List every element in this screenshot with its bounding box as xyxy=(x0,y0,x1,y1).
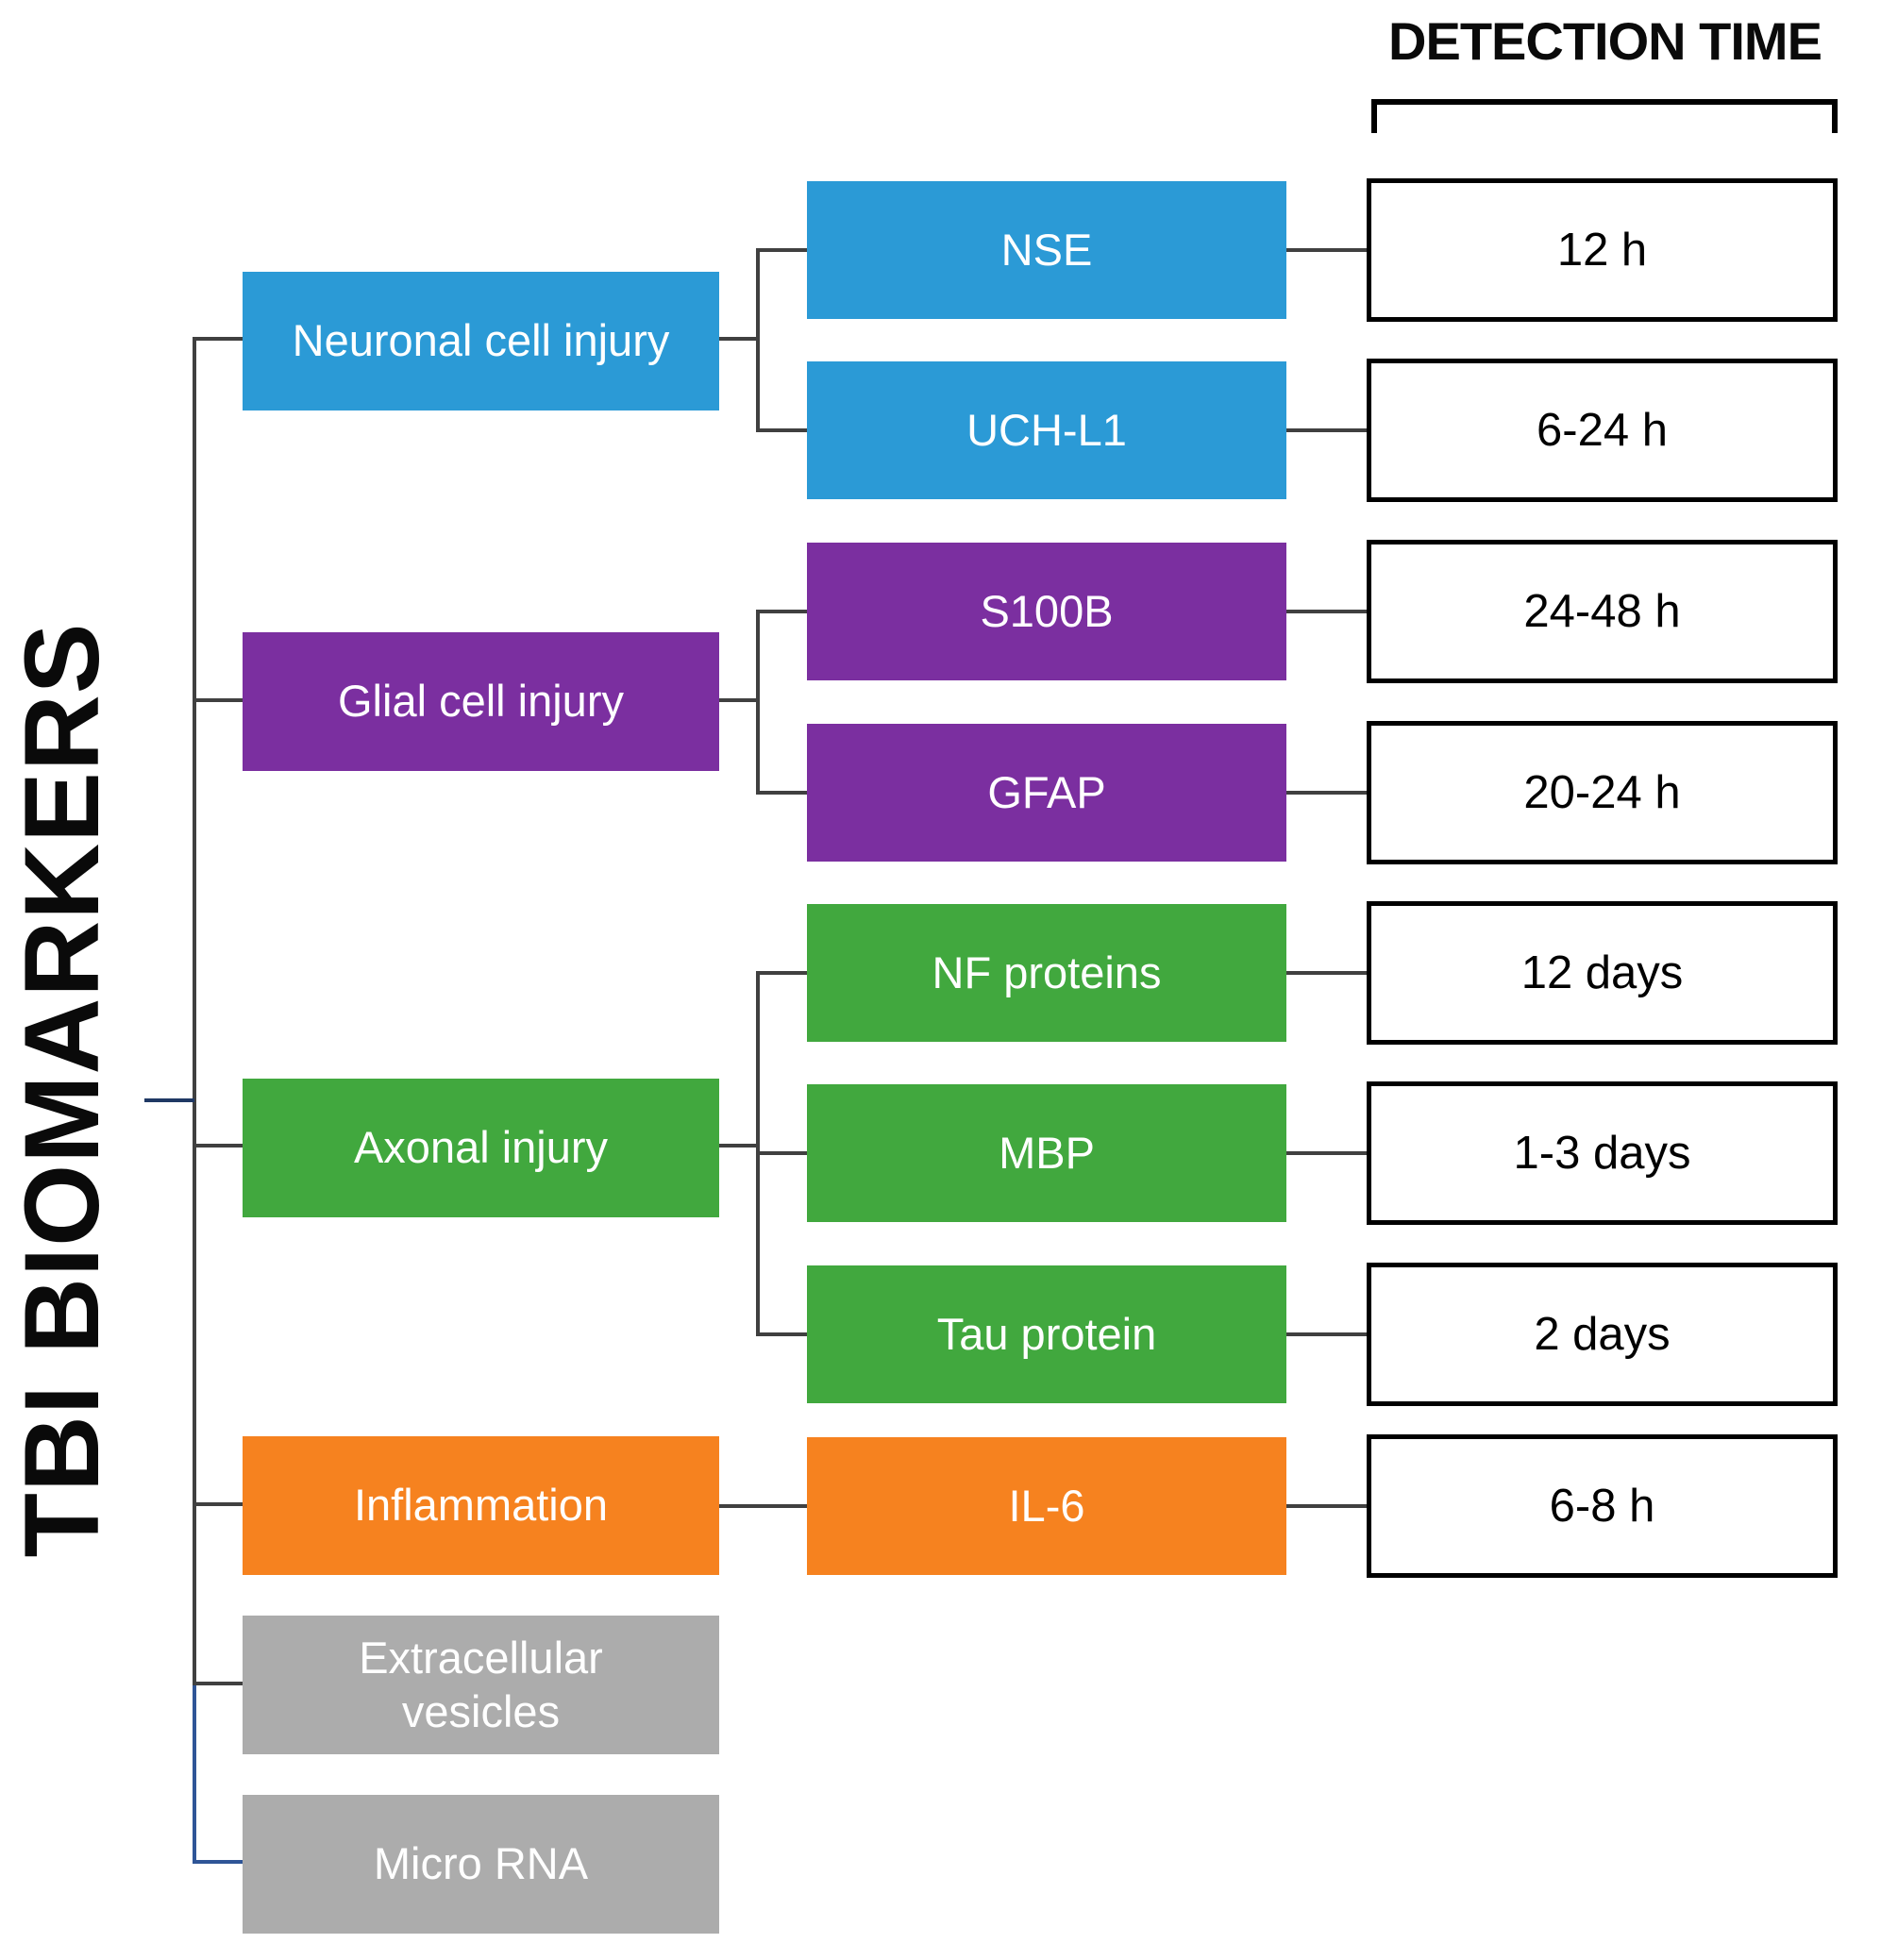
connector-nse-time xyxy=(1286,248,1367,252)
marker-box-il6: IL-6 xyxy=(807,1437,1286,1575)
time-box-mbp: 1-3 days xyxy=(1367,1081,1838,1225)
connector-trunk-line-lower xyxy=(193,1685,196,1864)
detection-time-bracket xyxy=(1371,99,1838,133)
connector-axonal-branch xyxy=(719,1144,758,1148)
connector-gfap-stub xyxy=(756,791,807,795)
connector-neuronal-bracket xyxy=(756,248,760,432)
connector-s100b-stub xyxy=(756,610,807,613)
category-box-micro-rna: Micro RNA xyxy=(243,1795,719,1934)
time-box-tau-protein: 2 days xyxy=(1367,1263,1838,1406)
connector-tau-protein-time xyxy=(1286,1332,1367,1336)
connector-inflammation-stub xyxy=(194,1502,244,1506)
connector-glial-stub xyxy=(194,698,244,702)
vertical-diagram-title: TBI BIOMARKERS xyxy=(2,622,121,1558)
marker-box-nf-proteins: NF proteins xyxy=(807,904,1286,1042)
category-box-inflammation: Inflammation xyxy=(243,1436,719,1575)
connector-il6-time xyxy=(1286,1504,1367,1508)
connector-extracellular-stub xyxy=(194,1682,244,1685)
connector-glial-branch xyxy=(719,698,758,702)
connector-trunk-line xyxy=(193,337,196,1685)
category-box-glial-cell-injury: Glial cell injury xyxy=(243,632,719,771)
connector-axonal-stub xyxy=(194,1144,244,1148)
marker-box-s100b: S100B xyxy=(807,543,1286,680)
time-box-gfap: 20-24 h xyxy=(1367,721,1838,864)
connector-gfap-time xyxy=(1286,791,1367,795)
category-box-neuronal-cell-injury: Neuronal cell injury xyxy=(243,272,719,410)
connector-neuronal-branch xyxy=(719,337,758,341)
connector-nf-proteins-time xyxy=(1286,971,1367,975)
connector-glial-bracket xyxy=(756,610,760,795)
time-box-s100b: 24-48 h xyxy=(1367,540,1838,683)
connector-micro-rna-elbow xyxy=(193,1860,244,1864)
connector-uch-l1-stub xyxy=(756,428,807,432)
time-box-uch-l1: 6-24 h xyxy=(1367,359,1838,502)
marker-box-tau-protein: Tau protein xyxy=(807,1265,1286,1403)
connector-uch-l1-time xyxy=(1286,428,1367,432)
connector-mbp-stub xyxy=(756,1151,807,1155)
connector-nse-stub xyxy=(756,248,807,252)
marker-box-gfap: GFAP xyxy=(807,724,1286,862)
connector-s100b-time xyxy=(1286,610,1367,613)
connector-mbp-time xyxy=(1286,1151,1367,1155)
category-box-extracellular-vesicles: Extracellular vesicles xyxy=(243,1616,719,1754)
marker-box-mbp: MBP xyxy=(807,1084,1286,1222)
time-box-nse: 12 h xyxy=(1367,178,1838,322)
connector-trunk-top-elbow xyxy=(193,337,244,341)
marker-box-uch-l1: UCH-L1 xyxy=(807,361,1286,499)
category-box-axonal-injury: Axonal injury xyxy=(243,1079,719,1217)
detection-time-title: DETECTION TIME xyxy=(1388,10,1822,71)
connector-tau-protein-stub xyxy=(756,1332,807,1336)
connector-root-stub xyxy=(144,1098,194,1102)
time-box-nf-proteins: 12 days xyxy=(1367,901,1838,1045)
connector-nf-proteins-stub xyxy=(756,971,807,975)
connector-il6-line xyxy=(719,1504,807,1508)
time-box-il6: 6-8 h xyxy=(1367,1434,1838,1578)
marker-box-nse: NSE xyxy=(807,181,1286,319)
